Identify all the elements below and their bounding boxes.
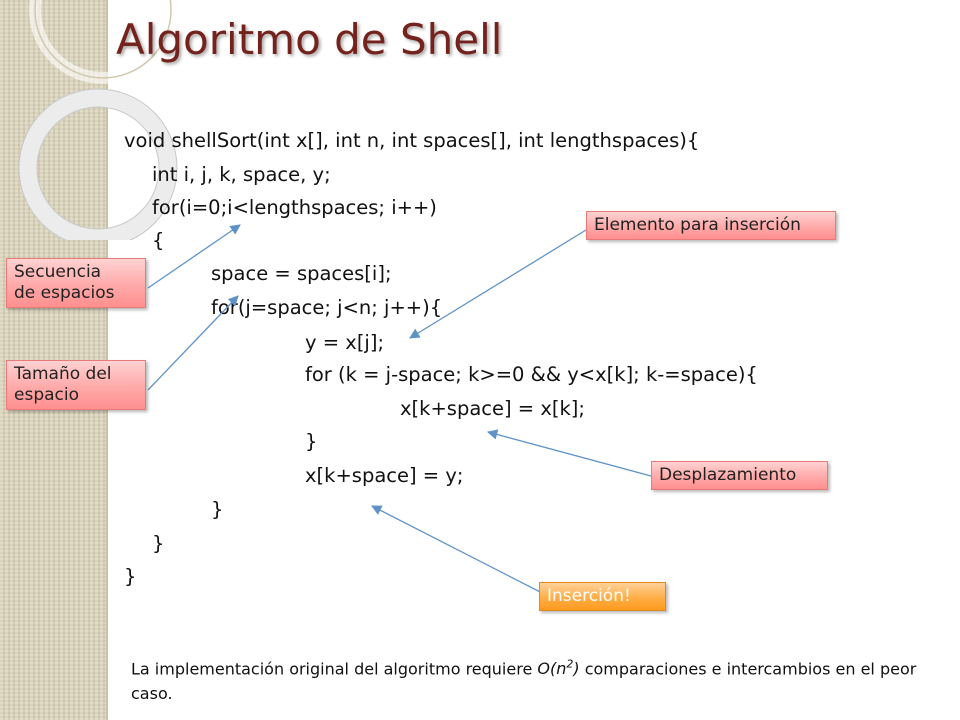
code-line: } bbox=[305, 430, 318, 453]
code-line: } bbox=[211, 498, 224, 521]
note-text: La implementación original del algoritmo… bbox=[131, 659, 538, 679]
callout-text: de espacios bbox=[14, 283, 115, 303]
note-text: comparaciones e intercambios en el peor … bbox=[131, 659, 917, 704]
callout-text: espacio bbox=[14, 385, 79, 405]
code-line: space = spaces[i]; bbox=[211, 262, 392, 285]
code-line: x[k+space] = x[k]; bbox=[400, 397, 585, 420]
big-o-exponent: 2 bbox=[566, 658, 574, 671]
code-line: y = x[j]; bbox=[305, 331, 385, 354]
code-line: } bbox=[152, 532, 165, 555]
big-o: O(n2) bbox=[537, 658, 580, 679]
code-line: int i, j, k, space, y; bbox=[152, 163, 331, 186]
code-line: for(j=space; j<n; j++){ bbox=[211, 296, 443, 319]
arrow-insercion bbox=[371, 505, 549, 597]
big-o-text: O(n bbox=[537, 659, 567, 679]
complexity-note: La implementación original del algoritmo… bbox=[131, 652, 921, 706]
callout-elemento: Elemento para inserción bbox=[586, 211, 836, 240]
callout-insercion: Inserción! bbox=[539, 582, 666, 611]
callout-tamano: Tamaño del espacio bbox=[6, 360, 146, 410]
code-line: void shellSort(int x[], int n, int space… bbox=[124, 129, 700, 152]
code-line: { bbox=[152, 229, 165, 252]
code-line: for (k = j-space; k>=0 && y<x[k]; k-=spa… bbox=[305, 363, 758, 386]
decorative-rings bbox=[18, 0, 178, 240]
slide-title: Algoritmo de Shell bbox=[116, 15, 503, 64]
code-line: } bbox=[124, 565, 137, 588]
callout-text: Secuencia bbox=[14, 262, 102, 282]
arrow-desplazamiento bbox=[486, 429, 652, 477]
code-line: for(i=0;i<lengthspaces; i++) bbox=[152, 196, 437, 219]
callout-secuencia: Secuencia de espacios bbox=[6, 258, 146, 308]
code-line: x[k+space] = y; bbox=[305, 464, 464, 487]
callout-desplazamiento: Desplazamiento bbox=[651, 461, 828, 490]
callout-text: Tamaño del bbox=[14, 364, 112, 384]
big-o-close: ) bbox=[573, 659, 580, 679]
